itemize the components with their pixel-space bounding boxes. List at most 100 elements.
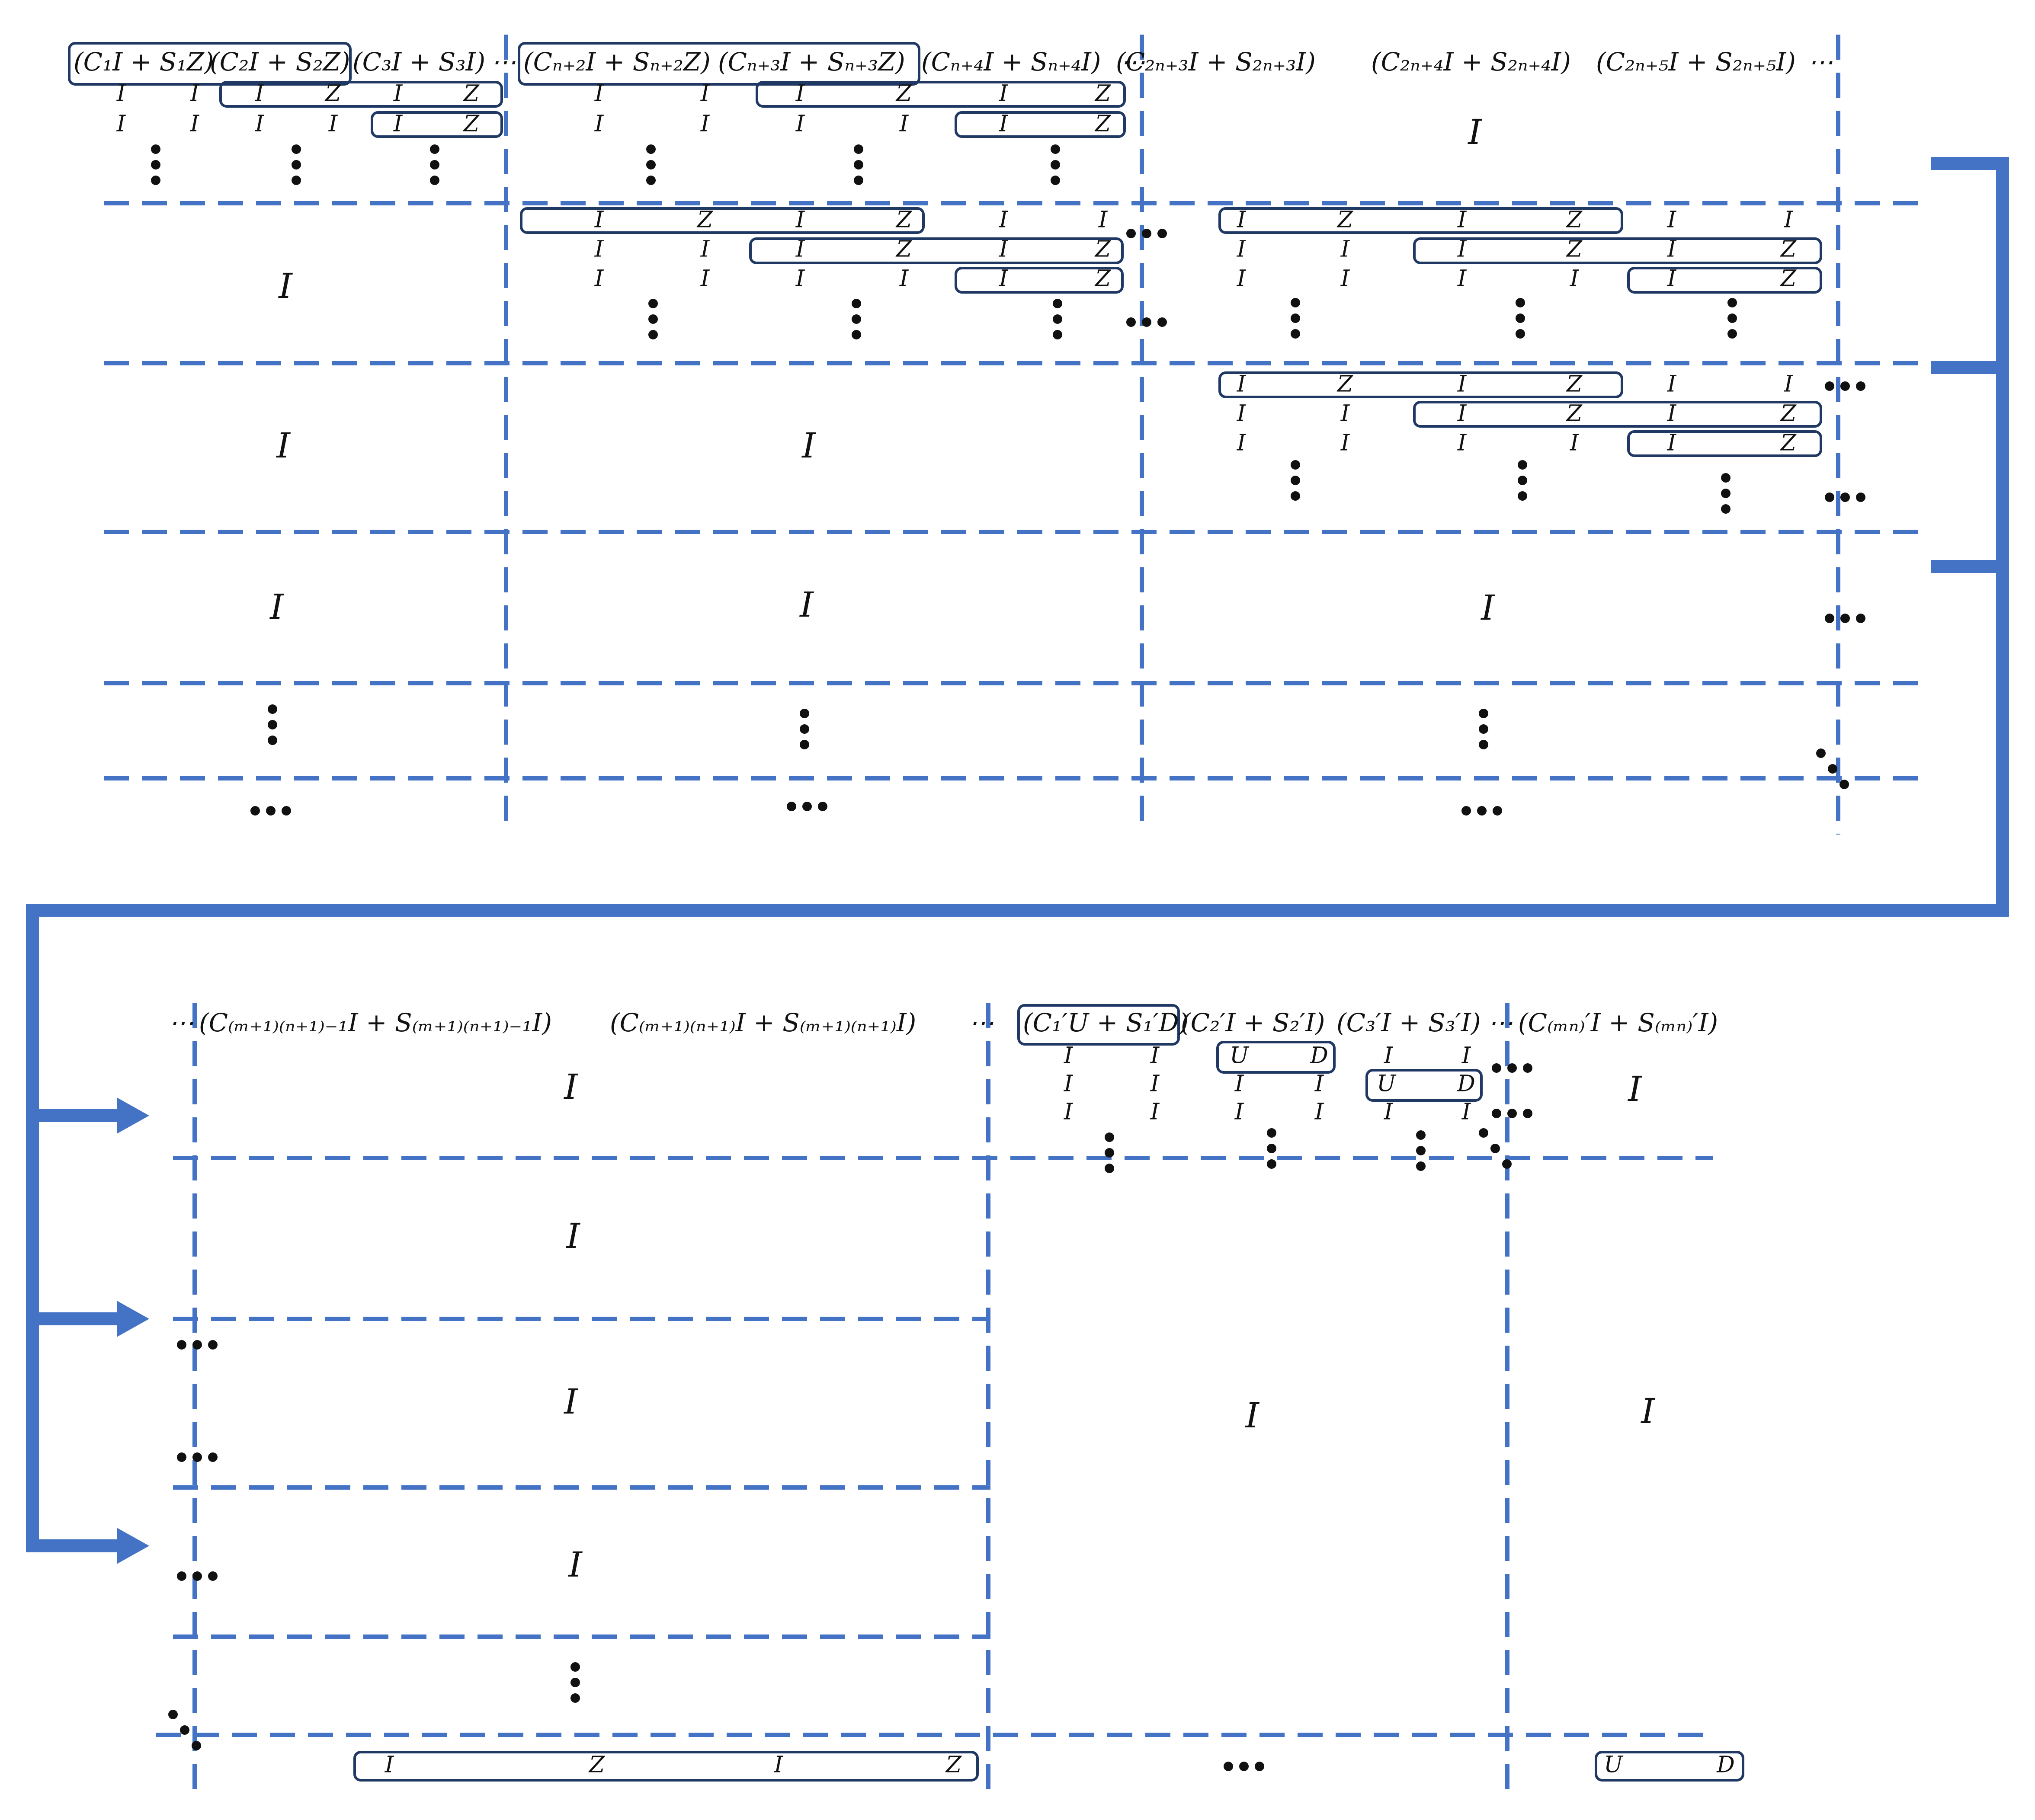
ellipsis-dot — [292, 144, 301, 154]
identity-operator: I — [999, 111, 1009, 137]
identity-operator: I — [1667, 266, 1677, 292]
ellipsis-dot — [1051, 176, 1060, 185]
ellipsis-dot — [168, 1710, 178, 1719]
ellipsis-dot — [1727, 298, 1737, 307]
ellipsis-dot — [1291, 460, 1300, 470]
operator-group-box — [1216, 1041, 1336, 1074]
ellipsis-dot — [1479, 740, 1488, 749]
identity-operator: I — [795, 81, 805, 107]
ellipsis-dot — [268, 720, 277, 729]
ellipsis-dot — [1126, 229, 1136, 238]
operator-group-box — [1595, 1751, 1744, 1782]
identity-operator: I — [1234, 1071, 1244, 1097]
identity-operator: I — [795, 111, 805, 137]
ellipsis-dot — [177, 1340, 186, 1350]
ellipsis-dot — [1157, 229, 1167, 238]
identity-operator: I — [1150, 1043, 1160, 1069]
ellipsis-dot — [1479, 709, 1488, 718]
ellipsis-dot — [648, 314, 658, 324]
identity-operator: I — [1237, 430, 1247, 456]
ellipsis-dot — [1461, 806, 1471, 816]
identity-operator: I — [1314, 1099, 1324, 1125]
pauli-z-operator: Z — [324, 81, 341, 107]
identity-operator: I — [1784, 207, 1794, 233]
ellipsis-dot — [1518, 460, 1527, 470]
pauli-z-operator: Z — [895, 207, 912, 233]
ellipsis-dot — [1255, 1762, 1264, 1771]
identity-operator: I — [1457, 430, 1467, 456]
ellipsis-dot — [1142, 229, 1151, 238]
connector-arrow-head — [117, 1097, 149, 1134]
ellipsis-dot — [1291, 298, 1300, 307]
ellipsis-dot — [1856, 493, 1865, 502]
identity-operator: I — [116, 111, 126, 137]
identity-operator: I — [255, 111, 265, 137]
identity-operator: I — [1098, 207, 1108, 233]
ellipsis-dot — [1516, 298, 1525, 307]
ellipsis-dot — [570, 1678, 580, 1687]
identity-operator: I — [1667, 371, 1677, 397]
identity-operator: I — [393, 111, 403, 137]
ellipsis-dot — [800, 740, 809, 749]
identity-operator: I — [116, 81, 126, 107]
operator-group-box — [68, 42, 352, 86]
identity-operator: I — [594, 111, 604, 137]
identity-operator: I — [255, 81, 265, 107]
identity-operator: I — [899, 266, 909, 292]
identity-operator: I — [1064, 1071, 1074, 1097]
identity-operator: I — [1667, 401, 1677, 427]
identity-operator: I — [1627, 1069, 1642, 1109]
identity-operator: I — [700, 237, 710, 262]
identity-operator: I — [1667, 237, 1677, 262]
header-factor: ⋯ — [491, 47, 516, 77]
identity-operator: I — [594, 237, 604, 262]
ellipsis-dot — [1856, 614, 1865, 623]
pauli-z-operator: Z — [1094, 266, 1111, 292]
operator-labels: (C₁I + S₁Z)(C₂I + S₂Z)(C₃I + S₃I)⋯(Cₙ₊₂I… — [74, 47, 1833, 1778]
pauli-z-operator: Z — [1566, 237, 1583, 262]
identity-operator: I — [1457, 371, 1467, 397]
pauli-z-operator: Z — [1566, 401, 1583, 427]
header-factor: (C₂I + S₂Z) — [210, 47, 350, 77]
ellipsis-dot — [1721, 489, 1731, 498]
identity-operator: I — [594, 81, 604, 107]
operator-group-box — [955, 111, 1126, 138]
operator-group-box — [1017, 1004, 1180, 1046]
identity-operator: I — [1234, 1099, 1244, 1125]
identity-operator: I — [1461, 1099, 1471, 1125]
ellipsis-dot — [1825, 493, 1834, 502]
ellipsis-dot — [1516, 313, 1525, 323]
identity-operator: I — [1384, 1043, 1394, 1069]
connector-arrow-head — [117, 1528, 149, 1564]
header-factor: (C₂ₙ₊₃I + S₂ₙ₊₃I) — [1116, 47, 1316, 77]
ellipsis-dot — [1267, 1144, 1276, 1153]
ellipsis-dot — [1053, 299, 1062, 308]
header-factor: (Cₙ₊₄I + Sₙ₊₄I) — [921, 47, 1101, 77]
identity-operator: I — [594, 266, 604, 292]
ellipsis-dot — [1518, 491, 1527, 501]
identity-operator: I — [1237, 207, 1247, 233]
ellipsis-dot — [1267, 1128, 1276, 1138]
identity-operator: I — [1570, 266, 1580, 292]
identity-operator: I — [795, 266, 805, 292]
identity-operator: I — [1461, 1043, 1471, 1069]
operator-group-box — [518, 42, 920, 86]
operator-group-box — [1218, 207, 1623, 234]
ellipsis-dot — [802, 802, 812, 811]
ellipsis-dot — [151, 160, 160, 170]
pauli-z-operator: Z — [1336, 371, 1353, 397]
identity-operator: I — [1784, 371, 1794, 397]
ellipsis-dot — [180, 1725, 189, 1735]
ellipsis-dot — [1840, 614, 1850, 623]
ellipsis-dot — [208, 1340, 218, 1350]
ellipsis-dot — [854, 160, 863, 170]
ellipsis-dot — [1291, 476, 1300, 485]
header-factor: (C₃′I + S₃′I) — [1336, 1008, 1481, 1037]
identity-operator: I — [999, 237, 1009, 262]
header-factor: (C₍ₘₙ₎′I + S₍ₘₙ₎′I) — [1518, 1008, 1718, 1037]
identity-operator: I — [795, 207, 805, 233]
ellipsis-dot — [1291, 491, 1300, 501]
header-factor: ⋯ — [1808, 47, 1833, 77]
ellipsis-dot — [1502, 1159, 1512, 1169]
